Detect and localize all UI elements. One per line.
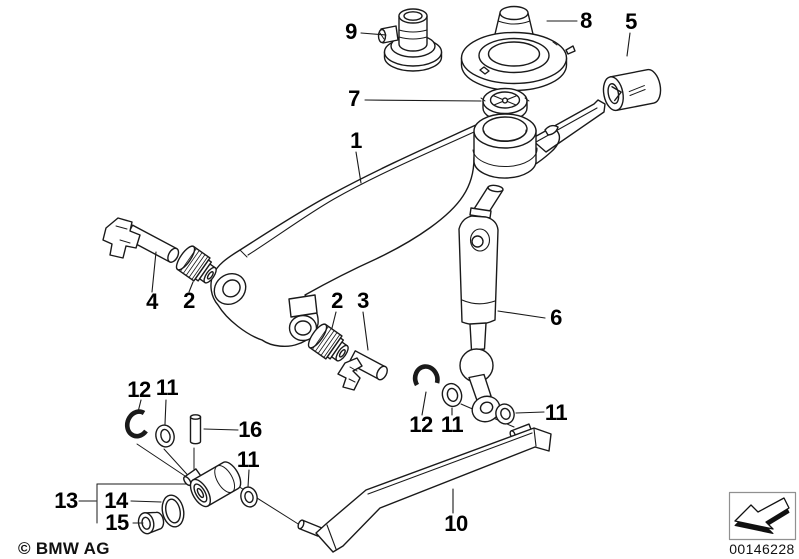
callout-part-16: 16: [238, 417, 262, 442]
copyright-notice: © BMW AG: [18, 539, 110, 558]
part-8-shift-lever-boot: [460, 5, 576, 92]
stamp-box: [728, 491, 797, 541]
callout-part-5: 5: [625, 9, 637, 34]
callout-part-12a: 12: [127, 377, 151, 402]
callout-part-7: 7: [348, 86, 360, 111]
callout-part-2a: 2: [183, 288, 195, 313]
part-11-washer-d: [240, 486, 258, 508]
part-9-clamp: [377, 8, 443, 72]
callout-part-11d: 11: [236, 447, 260, 472]
image-number: 00146228: [729, 541, 795, 557]
callout-part-14: 14: [104, 488, 128, 513]
callout-part-11a: 11: [155, 375, 179, 400]
callout-part-2b: 2: [331, 288, 343, 313]
callout-part-11b: 11: [440, 412, 464, 437]
arrow-down-left-icon: [734, 497, 790, 534]
part-3-lever-pin: [337, 350, 388, 391]
part-6-shift-rod: [458, 184, 504, 423]
callout-part-12b: 12: [409, 412, 433, 437]
callout-part-15: 15: [105, 510, 129, 535]
part-10-selector-rod: [297, 423, 552, 553]
part-13-housing: [183, 461, 242, 508]
part-14-ring: [161, 494, 185, 528]
callout-part-4: 4: [146, 289, 158, 314]
part-4-lever-pin: [102, 217, 180, 263]
part-12-clip-b: [412, 364, 440, 387]
part-11-oring-b: [441, 382, 463, 408]
part-11-oring-a: [155, 424, 175, 448]
part-5-sleeve: [602, 68, 662, 112]
part-16-pin: [189, 414, 202, 445]
part-15-cap: [137, 511, 165, 535]
part-11-washer-c: [495, 403, 515, 425]
callout-part-6: 6: [550, 305, 562, 330]
callout-part-8: 8: [580, 8, 592, 33]
part-2-bushing-a: [175, 245, 217, 284]
callout-part-11c: 11: [544, 400, 568, 425]
part-12-clip-a: [124, 409, 148, 439]
part-2-bushing-b: [307, 323, 349, 362]
callout-part-3: 3: [357, 288, 369, 313]
part-1-selector-arm: [210, 99, 606, 348]
callout-part-1: 1: [350, 128, 362, 153]
callout-part-9: 9: [345, 19, 357, 44]
callout-part-10: 10: [444, 511, 468, 536]
callout-part-13: 13: [54, 488, 78, 513]
leader-lines: [78, 20, 631, 524]
